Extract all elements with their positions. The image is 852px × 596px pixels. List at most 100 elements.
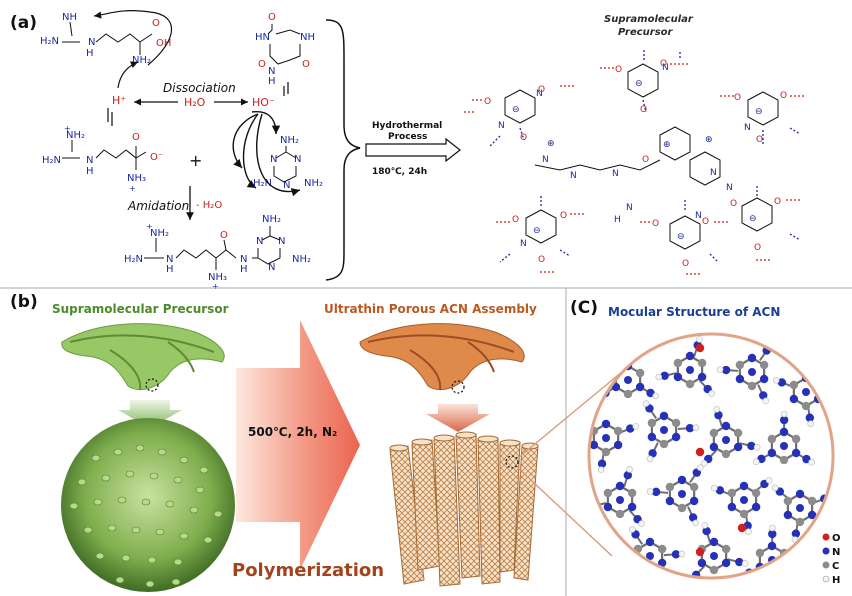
nitrogen-atom: [805, 413, 815, 422]
carbon-atom: [677, 503, 687, 513]
svg-text:NH: NH: [300, 32, 315, 43]
svg-text:O: O: [754, 243, 761, 253]
minus-water-label: - H₂O: [196, 200, 222, 211]
nitrogen-atom: [710, 552, 718, 560]
svg-text:N: N: [268, 262, 275, 273]
hydrogen-atom: [589, 503, 593, 511]
carbon-atom: [613, 426, 623, 436]
nitrogen-atom: [686, 366, 694, 374]
carbon-atom: [733, 428, 743, 438]
carbon-atom: [673, 358, 683, 368]
carbon-atom: [727, 488, 737, 498]
carbon-atom: [685, 379, 695, 389]
svg-text:⊖: ⊖: [533, 226, 541, 236]
carbon-atom: [627, 488, 637, 498]
nitrogen-atom: [735, 557, 744, 567]
nitrogen-atom: [616, 496, 624, 504]
nitrogen-atom: [751, 502, 761, 512]
hydrogen-atom: [692, 424, 700, 432]
svg-text:O: O: [512, 215, 519, 225]
hydrogen-atom: [762, 397, 770, 405]
nitrogen-atom: [721, 365, 731, 375]
carbon-atom: [657, 544, 667, 554]
carbon-atom: [615, 509, 625, 519]
svg-text:N: N: [294, 154, 301, 165]
carbon-atom: [755, 548, 765, 558]
carbon-atom: [623, 389, 633, 399]
plus-sign: +: [189, 151, 202, 170]
carbon-atom: [779, 455, 789, 465]
nitrogen-atom: [601, 419, 611, 429]
hydrogen-atom: [655, 373, 663, 381]
nitrogen-atom: [648, 449, 657, 458]
cyanuric-acid: O HN NH O NH O: [255, 12, 315, 87]
nitrogen-atom: [660, 426, 668, 434]
legend-h-label: H: [832, 575, 840, 586]
hydrogen-atom: [827, 368, 833, 376]
nitrogen-atom: [678, 490, 686, 498]
green-branch-image: [61, 323, 225, 392]
water-label: H₂O: [184, 96, 206, 109]
atom-legend: O N C H: [822, 533, 841, 586]
nitrogen-atom: [709, 442, 719, 452]
nitrogen-atom: [777, 378, 787, 387]
carbon-atom: [747, 381, 757, 391]
hydrogen-atom: [633, 582, 639, 588]
nitrogen-atom: [807, 510, 817, 520]
melamine: NH₂ N N H₂N N NH₂: [253, 135, 323, 191]
hydroxide-attack-arrows: [232, 111, 301, 197]
nitrogen-atom: [702, 526, 711, 536]
svg-text:H: H: [86, 166, 94, 177]
hydrothermal-arrow: [365, 137, 461, 163]
legend-n-dot: [822, 547, 830, 555]
svg-text:NH₂: NH₂: [150, 228, 169, 239]
svg-text:⊖: ⊖: [635, 79, 643, 89]
nitrogen-atom: [597, 459, 607, 468]
hydrogen-atom: [652, 392, 660, 400]
dissociation-label: Dissociation: [163, 81, 236, 95]
nitrogen-atom: [748, 368, 756, 376]
arginine-top: NH H₂N NH NH₂ O OH: [40, 12, 171, 66]
svg-text:O: O: [220, 230, 228, 241]
svg-text:O: O: [538, 85, 545, 95]
panel-c-title: Mocular Structure of ACN: [608, 305, 780, 319]
nitrogen-atom: [633, 558, 643, 568]
svg-text:O: O: [652, 219, 659, 229]
svg-text:N: N: [695, 211, 702, 221]
nitrogen-atom: [767, 541, 777, 551]
svg-text:N: N: [86, 155, 93, 166]
svg-text:NH₂: NH₂: [304, 178, 323, 189]
right-title: Ultrathin Porous ACN Assembly: [324, 302, 537, 316]
carbon-atom: [783, 496, 793, 506]
svg-text:HN: HN: [255, 32, 270, 43]
hydrogen-atom: [741, 560, 749, 567]
amide-product: NH₂ + H₂N NH O NH₃ + NH NH₂ N N N NH₂: [124, 214, 311, 291]
svg-text:+: +: [146, 222, 153, 231]
nitrogen-atom: [623, 349, 633, 359]
nitrogen-atom: [651, 487, 661, 497]
dissociation-arrows: [93, 10, 289, 126]
svg-text:N: N: [570, 171, 577, 181]
nitrogen-atom: [602, 434, 610, 442]
carbon-atom: [721, 449, 731, 459]
nitrogen-atom: [747, 353, 757, 363]
carbon-atom: [603, 488, 613, 498]
nitrogen-atom: [779, 415, 789, 425]
nitrogen-atom: [709, 537, 719, 547]
svg-text:N: N: [542, 155, 549, 165]
svg-text:N: N: [268, 66, 275, 77]
carbon-atom: [635, 368, 645, 378]
hydrogen-atom: [807, 420, 814, 427]
nitrogen-atom: [589, 440, 599, 450]
svg-text:O: O: [682, 259, 689, 269]
svg-text:H: H: [86, 48, 94, 59]
left-title: Supramolecular Precursor: [52, 302, 229, 316]
orange-down-arrow: [426, 404, 490, 432]
precursor-title-1: Supramolecular: [604, 14, 694, 25]
legend-h-dot: [822, 575, 830, 583]
svg-text:NH₃: NH₃: [127, 173, 146, 184]
nitrogen-atom: [685, 423, 695, 433]
nitrogen-atom: [627, 502, 637, 512]
polymerization-label: Polymerization: [232, 560, 384, 581]
